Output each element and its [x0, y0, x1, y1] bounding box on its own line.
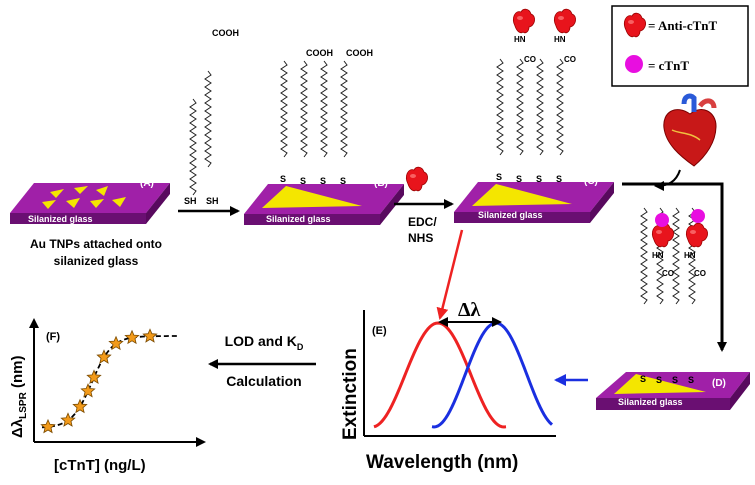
amide-co-label: CO [694, 269, 706, 278]
gold-triangle [50, 189, 64, 198]
calib-point-star [86, 369, 102, 384]
calib-points [40, 328, 158, 434]
calib-point-star [142, 328, 158, 343]
spectrum-y-label: Extinction [340, 348, 361, 440]
calib-fit-line [41, 335, 178, 429]
antibody-icon [512, 8, 536, 34]
legend-antigen-label: = cTnT [648, 58, 689, 73]
substrate-c-side [590, 182, 614, 223]
panel-f-tag: (F) [46, 331, 60, 343]
substrate-b-side [380, 184, 404, 225]
calib-x-label: [cTnT] (ng/L) [54, 457, 146, 474]
amide-hn-label: HN [514, 35, 526, 44]
amide-co-label: CO [662, 269, 674, 278]
sulfur-label: S [300, 176, 306, 186]
antigen-icon [691, 209, 705, 223]
gold-nanoprism-c [472, 184, 572, 206]
legend-antigen-icon [625, 55, 643, 73]
arrow-c-to-d [622, 182, 727, 352]
arrow-c-to-spectrum [436, 229, 464, 320]
amide-hn-label: HN [684, 251, 696, 260]
spectrum-blue-series [431, 321, 554, 429]
free-linkers: COOH SH SH [184, 28, 239, 206]
calib-point-star [96, 349, 112, 364]
sulfur-label: S [516, 174, 522, 184]
calib-point-star [124, 329, 140, 345]
gold-triangle [74, 186, 88, 194]
amide-hn-label: HN [652, 251, 664, 260]
sulfur-label: S [340, 176, 346, 186]
panel-f: (F) ΔλLSPR (nm) [cTnT] (ng/L) [9, 318, 206, 474]
amide-hn-label: HN [554, 35, 566, 44]
substrate-d-front [596, 398, 730, 410]
sulfur-label: S [688, 375, 694, 385]
panel-e: Δλ (E) Extinction Wavelength (nm) [340, 299, 556, 473]
antibody-icon [553, 8, 577, 34]
thiol-label: SH [184, 196, 197, 206]
spectrum-x-label: Wavelength (nm) [366, 452, 518, 473]
gold-triangle [66, 198, 80, 208]
cooh-label: COOH [212, 28, 239, 38]
heart-icon [663, 93, 717, 167]
substrate-a-label: Silanized glass [28, 214, 93, 224]
spectrum-red-series [373, 321, 507, 429]
gold-triangle [90, 199, 104, 208]
gold-triangle [42, 200, 56, 209]
substrate-c-label: Silanized glass [478, 210, 543, 220]
antigen-icon [655, 213, 669, 227]
reagent-line2: NHS [408, 231, 433, 245]
panel-e-tag: (E) [372, 325, 387, 337]
calib-point-star [80, 383, 96, 398]
panel-c-tag: (C) [584, 176, 598, 187]
substrate-b-label: Silanized glass [266, 214, 331, 224]
calib-y-label: ΔλLSPR (nm) [9, 356, 29, 438]
calc-line2: Calculation [226, 373, 301, 389]
sulfur-label: S [656, 375, 662, 385]
sulfur-label: S [556, 174, 562, 184]
cooh-label: COOH [346, 48, 373, 58]
substrate-d-side [730, 372, 750, 410]
panel-a-tag: (A) [140, 178, 154, 189]
gold-nanoprism-d [614, 374, 706, 394]
substrate-c-front [454, 212, 590, 223]
calib-point-star [72, 398, 88, 414]
sulfur-label: S [536, 174, 542, 184]
antibody-reagent-icon [405, 166, 429, 192]
calc-line1: LOD and KD [225, 333, 304, 352]
sulfur-label: S [280, 174, 286, 184]
sulfur-label: S [640, 374, 646, 384]
legend: = Anti-cTnT = cTnT [611, 5, 749, 87]
calib-point-star [108, 335, 124, 351]
substrate-a-front [10, 213, 146, 224]
panel-d: S S S S HN CO HN CO (D) Silanized glass [596, 207, 750, 410]
amide-co-label: CO [564, 55, 576, 64]
panel-a-caption-line2: silanized glass [54, 254, 139, 268]
substrate-d-label: Silanized glass [618, 397, 683, 407]
substrate-a-side [146, 183, 170, 224]
sulfur-label: S [320, 176, 326, 186]
gold-nanoprism-b [262, 186, 362, 208]
panel-a: (A) Silanized glass Au TNPs attached ont… [10, 178, 170, 268]
thiol-label: SH [206, 196, 219, 206]
substrate-b-front [244, 214, 380, 225]
legend-antibody-label: = Anti-cTnT [648, 18, 717, 33]
sulfur-label: S [672, 375, 678, 385]
panel-b-tag: (B) [374, 178, 388, 189]
calib-point-star [60, 412, 76, 427]
cooh-label: COOH [306, 48, 333, 58]
antibody-icon [685, 222, 709, 248]
panel-a-caption-line1: Au TNPs attached onto [30, 237, 162, 251]
shift-label: Δλ [458, 299, 481, 321]
panel-d-tag: (D) [712, 378, 726, 389]
panel-b: S S S S COOH COOH (B) Silanized glass [244, 48, 404, 225]
gold-triangle [96, 186, 108, 196]
calib-point-star [40, 418, 56, 434]
amide-co-label: CO [524, 55, 536, 64]
reagent-line1: EDC/ [408, 215, 437, 229]
sulfur-label: S [496, 172, 502, 182]
panel-c: S S S S HN CO HN CO (C) Silanized glass [454, 8, 614, 223]
gold-triangle [112, 197, 126, 207]
